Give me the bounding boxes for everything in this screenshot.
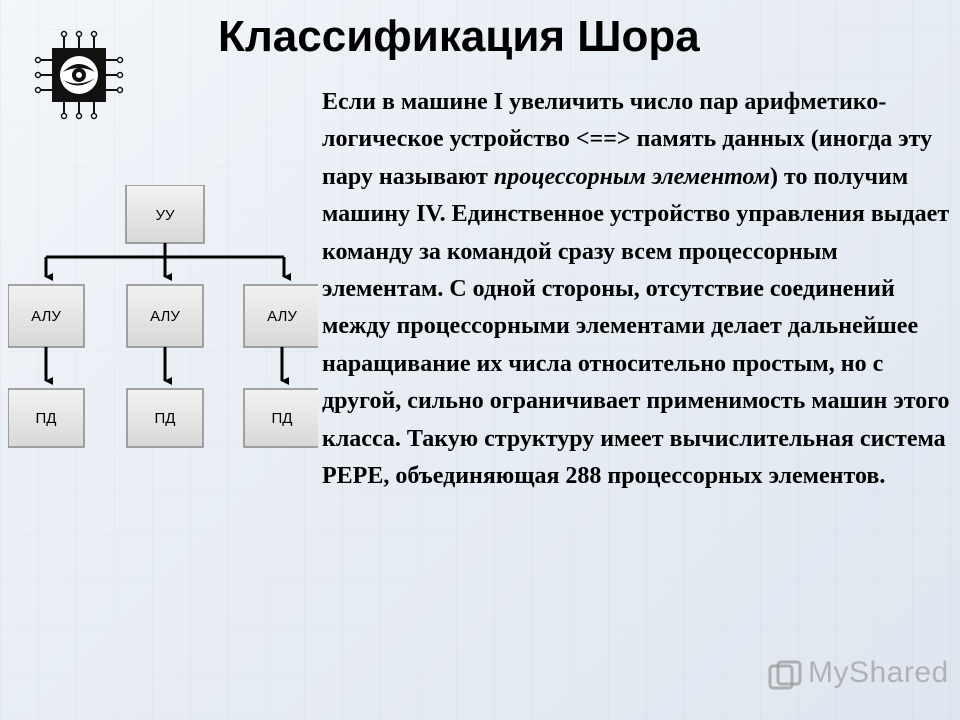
- watermark-text: MyShared: [808, 656, 949, 689]
- alu-box-1: АЛУ: [8, 284, 85, 348]
- alu-box-2: АЛУ: [126, 284, 204, 348]
- alu-memory-links: [44, 347, 289, 385]
- control-bus: [44, 243, 291, 281]
- paragraph-part-2: ) то получим машину IV. Единственное уст…: [322, 163, 950, 490]
- control-unit-label: УУ: [155, 207, 175, 224]
- myshared-logo-icon: [768, 660, 802, 690]
- memory-box-1: ПД: [8, 388, 85, 448]
- memory-label: ПД: [155, 410, 176, 427]
- memory-box-3: ПД: [243, 388, 318, 448]
- alu-label: АЛУ: [150, 308, 180, 325]
- slide-paragraph: Если в машине I увеличить число пар ариф…: [322, 84, 958, 495]
- alu-label: АЛУ: [267, 308, 297, 325]
- paragraph-part-1: Если в машине I увеличить число пар ариф…: [322, 89, 933, 190]
- paragraph-emphasis: процессорным элементом: [493, 163, 771, 190]
- chip-logo-icon: [34, 30, 124, 120]
- memory-label: ПД: [36, 410, 57, 427]
- control-unit-box: УУ: [125, 185, 205, 244]
- alu-box-3: АЛУ: [243, 284, 318, 348]
- slide-title: Классификация Шора: [218, 12, 700, 61]
- memory-box-2: ПД: [126, 388, 204, 448]
- alu-label: АЛУ: [31, 308, 61, 325]
- memory-label: ПД: [272, 410, 293, 427]
- shore-machine-iv-diagram: УУ АЛУ АЛУ АЛУ ПД ПД ПД: [8, 185, 318, 448]
